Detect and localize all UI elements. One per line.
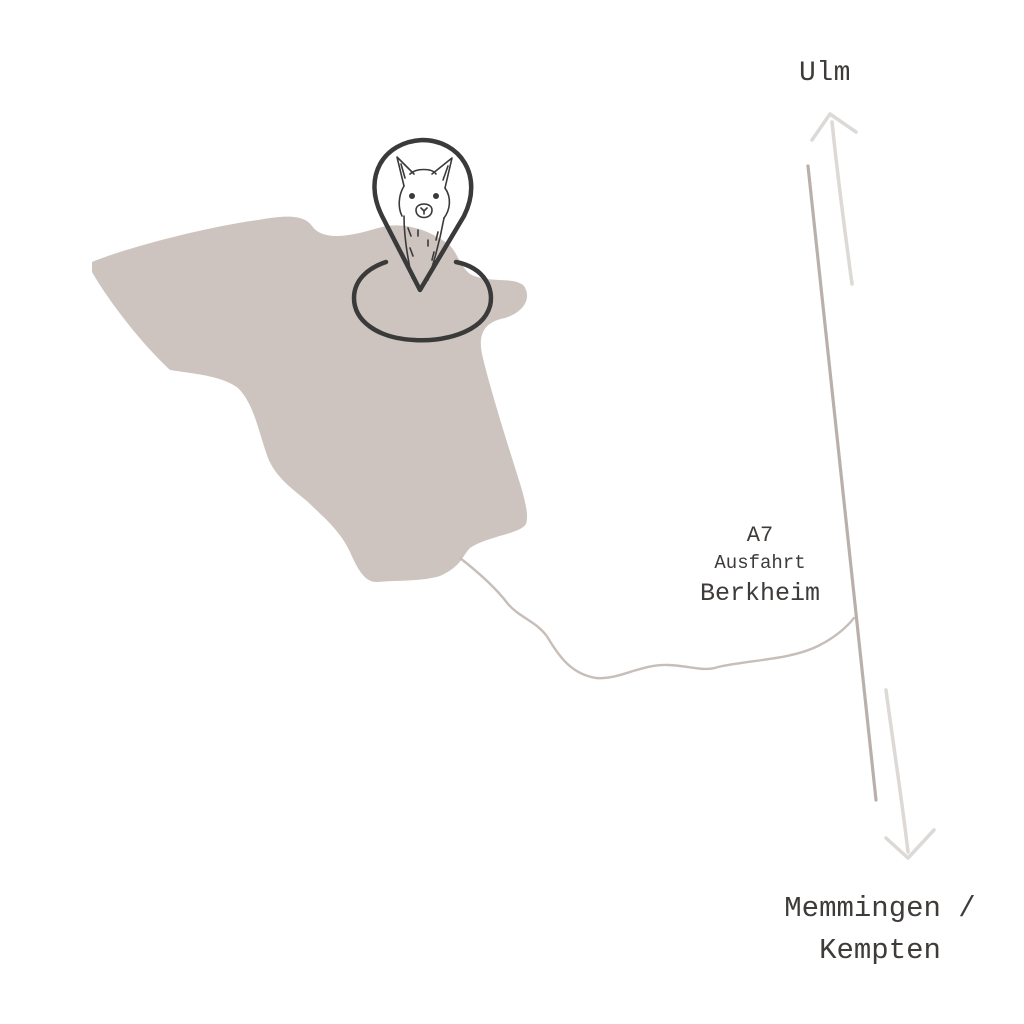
destination-north-label: Ulm bbox=[799, 58, 851, 89]
destination-south-label: Memmingen / Kempten bbox=[760, 888, 1000, 972]
arrow-up-icon bbox=[810, 112, 858, 286]
motorway-name: A7 bbox=[746, 523, 774, 548]
motorway-exit-label: A7 Ausfahrt Berkheim bbox=[670, 522, 850, 612]
arrow-down-icon bbox=[884, 688, 936, 860]
destination-south-line2: Kempten bbox=[819, 934, 941, 967]
region-area bbox=[92, 216, 528, 583]
exit-word: Ausfahrt bbox=[714, 552, 806, 574]
destination-south-line1: Memmingen / bbox=[784, 892, 976, 925]
access-road bbox=[458, 556, 856, 680]
exit-name: Berkheim bbox=[699, 579, 821, 608]
alpaca-icon bbox=[396, 156, 453, 281]
location-pin-icon[interactable] bbox=[351, 137, 494, 343]
motorway-a7 bbox=[806, 164, 878, 802]
